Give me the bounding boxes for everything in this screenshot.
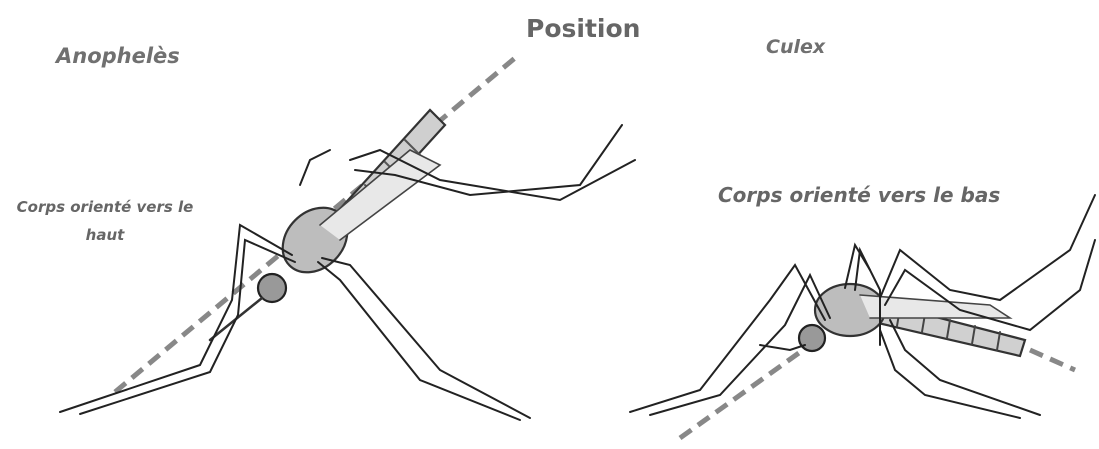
culex-surface-line [680, 345, 1075, 438]
culex-body [799, 284, 1025, 356]
